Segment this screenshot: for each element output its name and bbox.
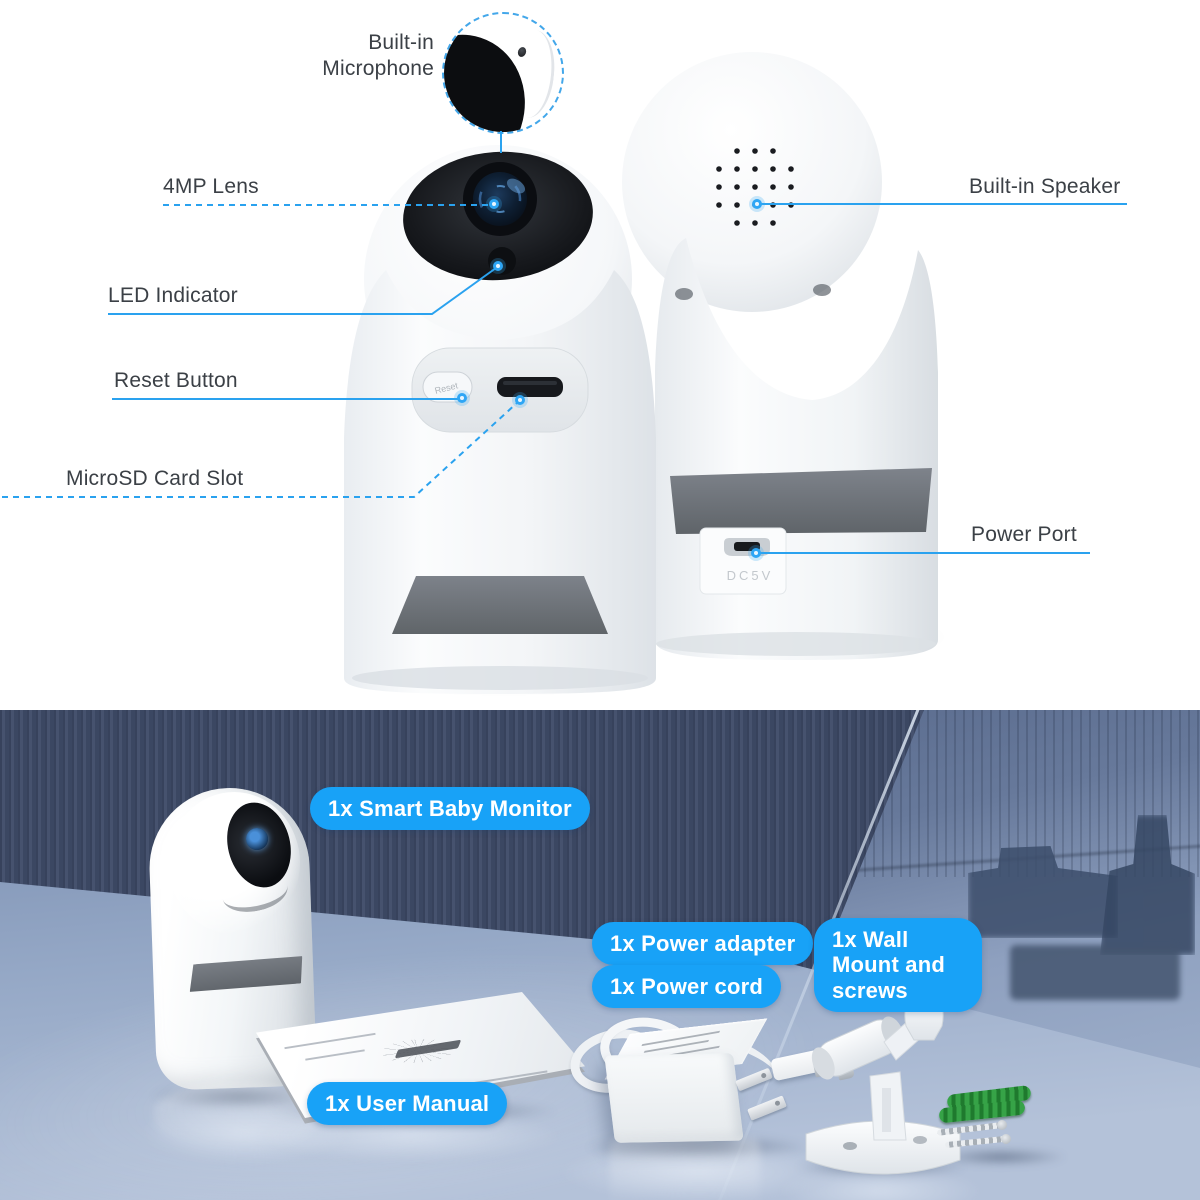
package-contents-scene: 1x Smart Baby Monitor 1x Power adapter 1… <box>0 710 1200 1200</box>
power-port-marking: DC5V <box>727 568 774 583</box>
mount-screw-hole <box>913 1136 927 1144</box>
led-callout-line <box>108 267 497 315</box>
adapter-table-reflection <box>610 1138 760 1200</box>
background-equipment-silhouette <box>1010 945 1180 1000</box>
camera-back-view: DC5V <box>622 52 938 660</box>
feature-callout-panel: DC5V <box>2 12 1127 694</box>
hardware-contact-shadow <box>935 1148 1067 1166</box>
power-adapter-and-cord <box>558 1010 855 1200</box>
callout-microsd-label: MicroSD Card Slot <box>66 467 244 490</box>
screw-head <box>1001 1134 1011 1144</box>
hinge-gap-left <box>675 288 693 300</box>
callout-lens-label: 4MP Lens <box>163 175 259 198</box>
callout-speaker-label: Built-in Speaker <box>969 175 1121 198</box>
badge-power-adapter: 1x Power adapter <box>592 922 814 966</box>
lens-ring-glint-2 <box>486 185 514 213</box>
badge-smart-baby-monitor: 1x Smart Baby Monitor <box>310 787 590 831</box>
callout-microphone-label: Built-in Microphone <box>322 31 434 80</box>
plug-prong <box>747 1095 787 1121</box>
mounting-screw <box>936 1122 1002 1136</box>
screw-head <box>997 1120 1007 1130</box>
microsd-callout-line <box>2 401 519 498</box>
microsd-slot-inner <box>503 381 557 385</box>
front-base-shading <box>352 666 648 690</box>
mount-screw-hole <box>843 1142 857 1150</box>
hinge-gap-right <box>813 284 831 296</box>
adapter-front-face <box>604 1053 744 1143</box>
camera-lens-glint <box>246 828 268 850</box>
badge-user-manual: 1x User Manual <box>307 1082 508 1126</box>
mount-pillar-slot <box>882 1088 891 1132</box>
back-base-shading <box>656 632 936 656</box>
callout-lines-layer <box>2 131 1127 561</box>
callout-reset-label: Reset Button <box>114 369 238 392</box>
callout-glow-dots <box>454 196 765 561</box>
callout-led-label: LED Indicator <box>108 284 238 307</box>
back-gray-accent <box>670 468 932 534</box>
badge-wall-mount: 1x Wall Mount and screws <box>814 918 982 1012</box>
baby-monitor-camera <box>140 780 340 1152</box>
callout-power-label: Power Port <box>971 523 1077 546</box>
speaker-grille <box>716 148 794 226</box>
front-gray-accent <box>392 576 608 634</box>
microphone-zoom-inset <box>442 12 564 134</box>
badge-power-cord: 1x Power cord <box>592 965 781 1009</box>
wall-anchors-and-screws <box>935 1084 1075 1183</box>
lens-highlight <box>506 178 526 194</box>
mounting-screw <box>944 1135 1006 1149</box>
camera-front-view: Reset <box>344 145 656 694</box>
mount-base <box>805 1120 961 1175</box>
